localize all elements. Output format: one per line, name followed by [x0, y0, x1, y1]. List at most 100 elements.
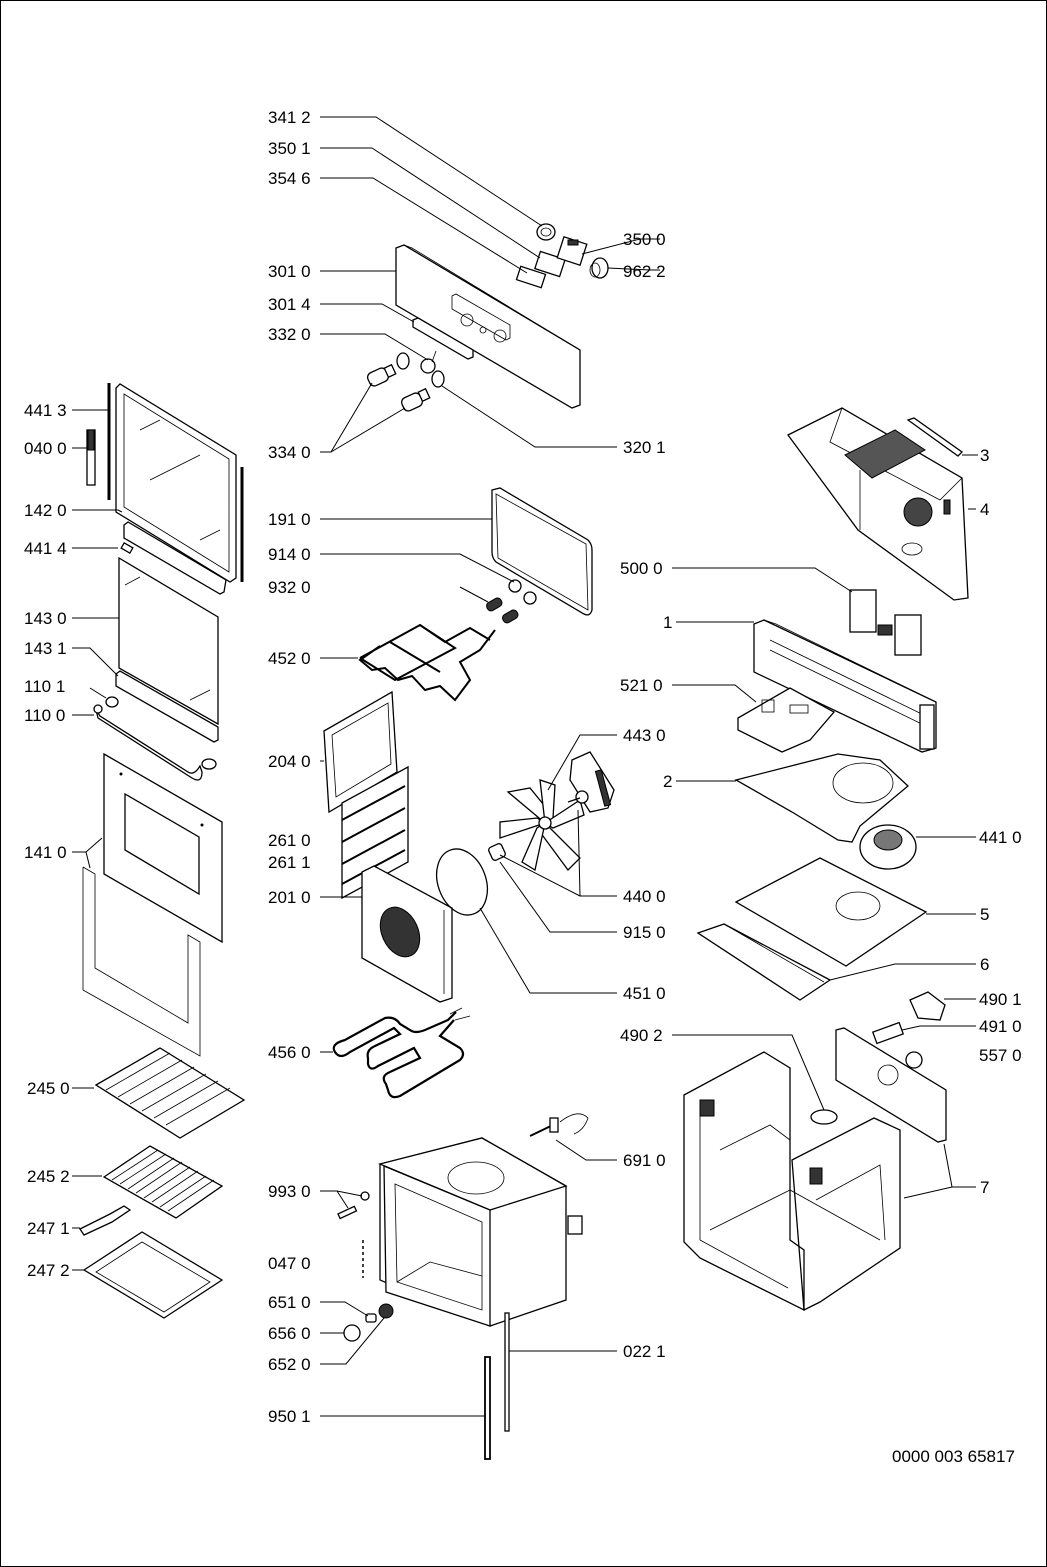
bottom-element-456-0 — [332, 1011, 465, 1099]
sensor-691-0 — [529, 1113, 589, 1137]
label-110-1: 110 1 — [24, 677, 65, 696]
vent-strip — [123, 521, 227, 595]
lamp-cover-656-0 — [343, 1324, 361, 1342]
label-993-0: 993 0 — [268, 1182, 311, 1201]
label-491-0: 491 0 — [979, 1017, 1022, 1036]
label-201-0: 201 0 — [268, 888, 311, 907]
base-plate-5 — [734, 857, 928, 967]
label-191-0: 191 0 — [268, 510, 311, 529]
lamp-holder-652-0 — [378, 1303, 394, 1319]
label-440-0: 440 0 — [623, 887, 666, 906]
label-962-2: 962 2 — [623, 262, 666, 281]
label-142-0: 142 0 — [24, 501, 67, 520]
part-490-1 — [909, 991, 946, 1021]
label-245-2: 245 2 — [27, 1167, 70, 1186]
strip-3 — [906, 417, 964, 457]
strip-950-1 — [484, 1356, 491, 1460]
display-strip-301-4 — [412, 317, 474, 360]
label-915-0: 915 0 — [623, 923, 666, 942]
thermostat-557-0 — [905, 1051, 923, 1069]
label-350-1: 350 1 — [268, 139, 311, 158]
fan-duct-2 — [734, 753, 909, 843]
oven-cavity — [377, 1137, 583, 1327]
label-6: 6 — [980, 955, 989, 974]
back-panel — [835, 1027, 947, 1143]
inner-door-frame-142-0 — [115, 383, 237, 583]
label-456-0: 456 0 — [268, 1043, 311, 1062]
label-490-1: 490 1 — [979, 990, 1022, 1009]
wire-shelf-245-0 — [94, 1047, 246, 1139]
knob-334-0-a — [366, 363, 397, 387]
strip-022-1 — [504, 1312, 510, 1432]
label-656-0: 656 0 — [268, 1324, 311, 1343]
shelf-runner-261-0 — [341, 765, 409, 900]
display-cover-354-6 — [515, 265, 547, 289]
label-354-6: 354 6 — [268, 169, 311, 188]
label-341-2: 341 2 — [268, 108, 311, 127]
part-labels: 341 2 350 1 354 6 350 0 962 2 301 0 301 … — [24, 108, 1022, 1466]
label-932-0: 932 0 — [268, 578, 311, 597]
label-110-0: 110 0 — [24, 706, 65, 725]
label-7: 7 — [980, 1178, 989, 1197]
switches-500-0 — [849, 589, 922, 656]
part-490-2 — [810, 1109, 838, 1125]
control-panel-group — [366, 223, 609, 412]
control-frame-1 — [753, 619, 937, 753]
glass-panel-143-0 — [118, 556, 219, 726]
housing-7 — [683, 1051, 901, 1312]
label-301-0: 301 0 — [268, 262, 311, 281]
tray-handle-247-1 — [79, 1205, 132, 1236]
label-500-0: 500 0 — [620, 559, 663, 578]
label-301-4: 301 4 — [268, 295, 311, 314]
label-4: 4 — [980, 500, 989, 519]
label-261-0: 261 0 — [268, 831, 311, 850]
handle-110-0 — [95, 709, 203, 781]
knob-ring-320-1 — [431, 370, 445, 388]
label-247-1: 247 1 — [27, 1219, 70, 1238]
center-parts-group — [323, 487, 615, 1460]
grill-rack-245-2 — [102, 1145, 224, 1219]
label-320-1: 320 1 — [623, 438, 666, 457]
leader-lines — [72, 116, 978, 1417]
door-group — [82, 383, 244, 1057]
control-board-521-0 — [737, 687, 836, 753]
label-3: 3 — [980, 446, 989, 465]
label-443-0: 443 0 — [623, 726, 666, 745]
label-451-0: 451 0 — [623, 984, 666, 1003]
label-651-0: 651 0 — [268, 1293, 311, 1312]
racks-group — [79, 1047, 246, 1319]
plate-204-0 — [323, 690, 398, 814]
label-245-0: 245 0 — [27, 1079, 70, 1098]
label-914-0: 914 0 — [268, 545, 311, 564]
ring-element-451-0 — [435, 848, 489, 916]
terminal-491-0 — [871, 1021, 905, 1045]
disc-914-0 — [508, 579, 522, 593]
lamp-651-0 — [365, 1313, 377, 1323]
lamp-332-0 — [420, 358, 436, 374]
label-691-0: 691 0 — [623, 1151, 666, 1170]
nut-915-0 — [488, 843, 506, 861]
fan-motor-440-0 — [567, 751, 615, 813]
label-141-0: 141 0 — [24, 843, 67, 862]
fan-blade-443-0 — [499, 779, 585, 872]
label-490-2: 490 2 — [620, 1026, 663, 1045]
label-143-1: 143 1 — [24, 639, 67, 658]
label-1: 1 — [663, 613, 672, 632]
top-cover-4 — [787, 407, 969, 601]
label-204-0: 204 0 — [268, 752, 311, 771]
knob-ring-a — [396, 352, 410, 370]
ring-341-2 — [536, 223, 556, 241]
label-261-1: 261 1 — [268, 853, 311, 872]
label-332-0: 332 0 — [268, 325, 311, 344]
knob-334-0-b — [400, 387, 431, 412]
handle-cap-110-1 — [105, 696, 119, 708]
label-452-0: 452 0 — [268, 649, 311, 668]
label-143-0: 143 0 — [24, 609, 67, 628]
label-5: 5 — [980, 905, 989, 924]
label-040-0: 040 0 — [24, 439, 67, 458]
outer-door-frame-141-0 — [82, 866, 201, 1057]
door-seal-191-0 — [491, 487, 593, 616]
label-441-0: 441 0 — [979, 828, 1022, 847]
label-521-0: 521 0 — [620, 676, 663, 695]
right-parts-group — [683, 407, 969, 1312]
